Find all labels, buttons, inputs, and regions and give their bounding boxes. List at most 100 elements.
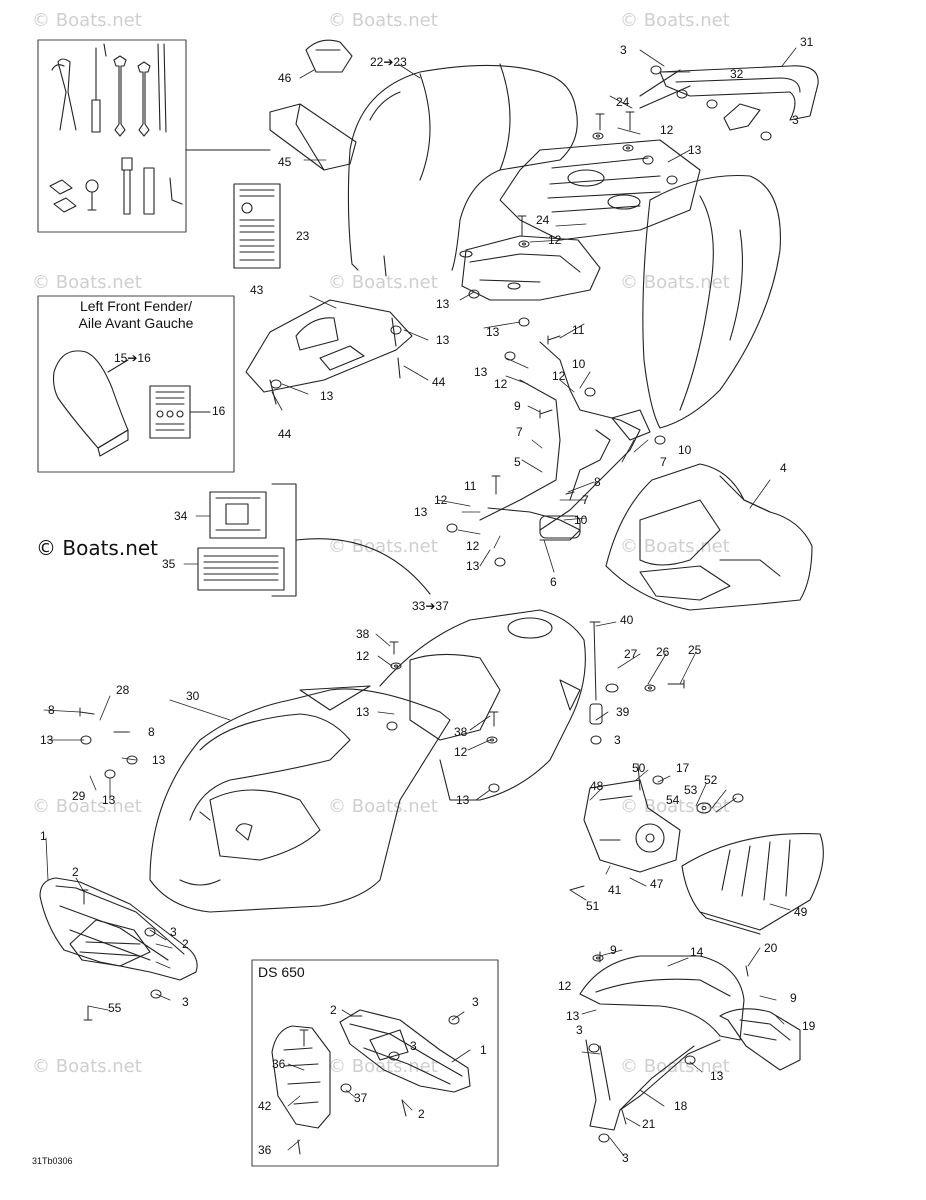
callout-36: 36: [258, 1143, 272, 1157]
bolt: [79, 707, 95, 717]
bolt: [625, 111, 635, 131]
watermark: © Boats.net: [32, 796, 142, 817]
callout-36: 36: [272, 1057, 286, 1071]
nut: [446, 523, 458, 533]
left-front-fender-drawing: [37, 295, 235, 473]
callout-3: 3: [576, 1023, 583, 1037]
nut: [494, 557, 506, 567]
bolt: [565, 491, 575, 495]
washer: [486, 736, 498, 744]
callout-10: 10: [572, 357, 586, 371]
watermark: © Boats.net: [620, 536, 730, 557]
callout-48: 48: [590, 779, 604, 793]
callout-2: 2: [330, 1003, 337, 1017]
callout-47: 47: [650, 877, 664, 891]
footwell-drawing: [605, 463, 813, 611]
nut: [590, 735, 602, 745]
callout-13: 13: [152, 753, 166, 767]
nut: [340, 1083, 352, 1093]
washer: [518, 240, 530, 248]
callout-1: 1: [480, 1043, 487, 1057]
callout-28: 28: [116, 683, 130, 697]
nut: [270, 379, 282, 389]
callout-25: 25: [688, 643, 702, 657]
washer: [390, 662, 402, 670]
washer: [592, 132, 604, 140]
callout-7: 7: [582, 493, 589, 507]
left-front-fender-title-en: Left Front Fender/: [79, 298, 193, 314]
callout-43: 43: [250, 283, 264, 297]
callout-3: 3: [620, 43, 627, 57]
front-bumper-drawing: [39, 877, 198, 981]
callout-13: 13: [356, 705, 370, 719]
callout-12: 12: [494, 377, 508, 391]
callout-17: 17: [676, 761, 690, 775]
callout-3: 3: [472, 995, 479, 1009]
callout-12: 12: [434, 493, 448, 507]
nut: [126, 755, 138, 765]
callout-44: 44: [278, 427, 292, 441]
watermark: © Boats.net: [32, 10, 142, 31]
callout-2: 2: [418, 1107, 425, 1121]
callout-10: 10: [574, 513, 588, 527]
callout-3: 3: [410, 1039, 417, 1053]
nut: [144, 927, 156, 937]
callout-13: 13: [474, 365, 488, 379]
washer: [592, 954, 604, 962]
callout-3: 3: [170, 925, 177, 939]
callout-32: 32: [730, 67, 744, 81]
callout-11: 11: [464, 479, 477, 493]
callout-24: 24: [616, 95, 630, 109]
callout-31: 31: [800, 35, 814, 49]
watermark: © Boats.net: [328, 10, 438, 31]
callout-6: 6: [550, 575, 557, 589]
ds650-title: DS 650: [258, 964, 305, 980]
bolt: [517, 215, 527, 237]
callout-54: 54: [666, 793, 680, 807]
nut: [706, 99, 718, 109]
callout-2: 2: [72, 865, 79, 879]
callout-13: 13: [486, 325, 500, 339]
nut: [676, 89, 688, 99]
callout-12: 12: [466, 539, 480, 553]
hardware-symbols: [79, 65, 772, 1155]
bracket-wiring-drawing: [479, 341, 651, 541]
callout-9: 9: [790, 991, 797, 1005]
washer: [622, 144, 634, 152]
callout-9: 9: [610, 943, 617, 957]
nut: [598, 1133, 610, 1143]
callout-19: 19: [802, 1019, 816, 1033]
drawing-code: 31Tb0306: [32, 1156, 73, 1166]
bolt: [389, 641, 399, 655]
callout-30: 30: [186, 689, 200, 703]
bolt: [595, 113, 605, 131]
callout-8: 8: [148, 725, 155, 739]
callout-7: 7: [660, 455, 667, 469]
callout-12: 12: [552, 369, 566, 383]
bolt: [637, 763, 641, 791]
callout-33-37: 33➔37: [412, 599, 449, 613]
callout-37: 37: [354, 1091, 368, 1105]
callout-34: 34: [174, 509, 188, 523]
nut: [448, 1015, 460, 1025]
callout-13: 13: [436, 333, 450, 347]
callout-49: 49: [794, 905, 808, 919]
callout-51: 51: [586, 899, 600, 913]
callout-27: 27: [624, 647, 638, 661]
nut: [654, 435, 666, 445]
nut: [588, 1043, 600, 1053]
bolt: [569, 885, 585, 891]
callout-42: 42: [258, 1099, 272, 1113]
nut: [388, 1051, 400, 1061]
callout-10: 10: [678, 443, 692, 457]
callout-1: 1: [40, 829, 47, 843]
bolt: [539, 409, 553, 419]
bolt: [589, 621, 601, 701]
callout-12: 12: [548, 233, 562, 247]
callout-13: 13: [40, 733, 54, 747]
callout-3: 3: [792, 113, 799, 127]
bolt: [297, 1139, 301, 1155]
nut: [652, 775, 664, 785]
leader-lines: [43, 47, 797, 1157]
